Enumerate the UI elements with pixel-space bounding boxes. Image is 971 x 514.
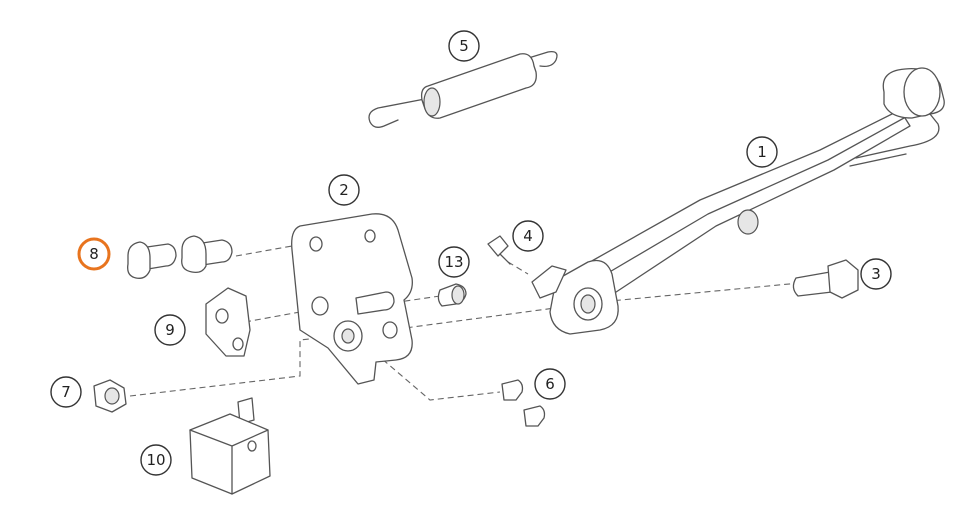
callout-circle-6 bbox=[534, 368, 566, 400]
callout-circle-4 bbox=[512, 220, 544, 252]
mounting-bracket-boss-bore bbox=[341, 328, 355, 344]
callout-label-4: 4 bbox=[523, 227, 533, 245]
callout-5: 5 bbox=[448, 30, 480, 62]
side-stand-leg bbox=[589, 109, 911, 301]
screw-4-shank bbox=[499, 253, 511, 265]
mounting-bracket-plate bbox=[291, 213, 413, 385]
switch-block-10-part bbox=[189, 397, 271, 495]
callout-label-10: 10 bbox=[146, 451, 165, 469]
side-stand-pivot-bore bbox=[580, 294, 596, 314]
callout-10: 10 bbox=[140, 444, 172, 476]
callout-6: 6 bbox=[534, 368, 566, 400]
screw-4-part bbox=[487, 235, 511, 265]
pivot-bolt-3-head bbox=[827, 259, 859, 299]
callout-label-7: 7 bbox=[61, 383, 71, 401]
assembly-line-nut-to-bracket bbox=[129, 337, 319, 397]
callout-circle-13 bbox=[438, 246, 470, 278]
callout-label-2: 2 bbox=[339, 181, 349, 199]
spring-part bbox=[368, 51, 558, 128]
switch-block-10-body bbox=[189, 413, 271, 495]
screws-6-part bbox=[501, 379, 546, 427]
mounting-bracket-pin bbox=[355, 291, 395, 315]
bolts-8-part bbox=[127, 235, 233, 279]
nut-7-part bbox=[93, 379, 127, 413]
mounting-bracket-part bbox=[291, 213, 413, 385]
clamp-9-part bbox=[205, 287, 251, 357]
bushing-13-part bbox=[437, 283, 467, 307]
switch-block-10-pin bbox=[237, 397, 255, 425]
callout-circle-1 bbox=[746, 136, 778, 168]
callout-circle-2 bbox=[328, 174, 360, 206]
mounting-bracket-hole-4 bbox=[382, 321, 398, 339]
callout-circle-9 bbox=[154, 314, 186, 346]
callout-circle-5 bbox=[448, 30, 480, 62]
side-stand-foot-pad bbox=[903, 67, 941, 117]
callout-label-8: 8 bbox=[89, 245, 99, 263]
side-stand-spring-tab bbox=[855, 113, 940, 159]
callout-9: 9 bbox=[154, 314, 186, 346]
spring-hook-left bbox=[368, 97, 431, 128]
pivot-bolt-3-shank bbox=[792, 271, 833, 297]
assembly-line-screw4-to-stand bbox=[507, 261, 529, 275]
callout-4: 4 bbox=[512, 220, 544, 252]
mounting-bracket-hole-3 bbox=[311, 296, 329, 316]
callout-circle-7 bbox=[50, 376, 82, 408]
side-stand-part bbox=[531, 67, 945, 335]
callout-label-5: 5 bbox=[459, 37, 469, 55]
spring-hook-right bbox=[521, 51, 558, 68]
callout-3: 3 bbox=[860, 258, 892, 290]
assembly-line-clamp-to-bracket bbox=[244, 311, 301, 323]
screw-6b bbox=[523, 405, 546, 427]
callout-label-9: 9 bbox=[165, 321, 175, 339]
side-stand-switch-tab bbox=[531, 265, 567, 299]
spring-body bbox=[420, 53, 537, 119]
bushing-13-end bbox=[451, 285, 465, 305]
bolt-8a-head bbox=[127, 241, 151, 279]
switch-block-10-hole bbox=[247, 440, 257, 452]
callout-label-3: 3 bbox=[871, 265, 881, 283]
callouts: 1 2 3 4 5 6 7 8 9 10 13 bbox=[50, 30, 892, 476]
side-stand-spring-tab-2 bbox=[849, 153, 907, 167]
mounting-bracket-hole-1 bbox=[309, 236, 323, 252]
callout-8: 8 bbox=[77, 237, 111, 271]
callout-13: 13 bbox=[438, 246, 470, 278]
pivot-bolt-3-part bbox=[792, 259, 859, 299]
side-stand-lug bbox=[737, 209, 759, 235]
spring-end bbox=[423, 87, 441, 117]
callout-label-1: 1 bbox=[757, 143, 767, 161]
callout-circle-3 bbox=[860, 258, 892, 290]
clamp-9-hole-2 bbox=[232, 337, 244, 351]
mounting-bracket-hole-2 bbox=[364, 229, 376, 243]
callout-circle-8 bbox=[77, 237, 111, 271]
screw-4-head bbox=[487, 235, 509, 257]
screw-6a bbox=[501, 379, 524, 401]
assembly-line-bolt-to-bracket bbox=[235, 245, 293, 257]
callout-label-6: 6 bbox=[545, 375, 555, 393]
switch-block-10-edge bbox=[189, 429, 269, 495]
clamp-9-hole-1 bbox=[215, 308, 229, 324]
callout-label-13: 13 bbox=[444, 253, 463, 271]
side-stand-leg-edge bbox=[595, 117, 905, 281]
callout-7: 7 bbox=[50, 376, 82, 408]
callout-2: 2 bbox=[328, 174, 360, 206]
bolt-8b-head bbox=[181, 235, 207, 274]
nut-7-bore bbox=[104, 387, 120, 405]
callout-circle-10 bbox=[140, 444, 172, 476]
callout-1: 1 bbox=[746, 136, 778, 168]
